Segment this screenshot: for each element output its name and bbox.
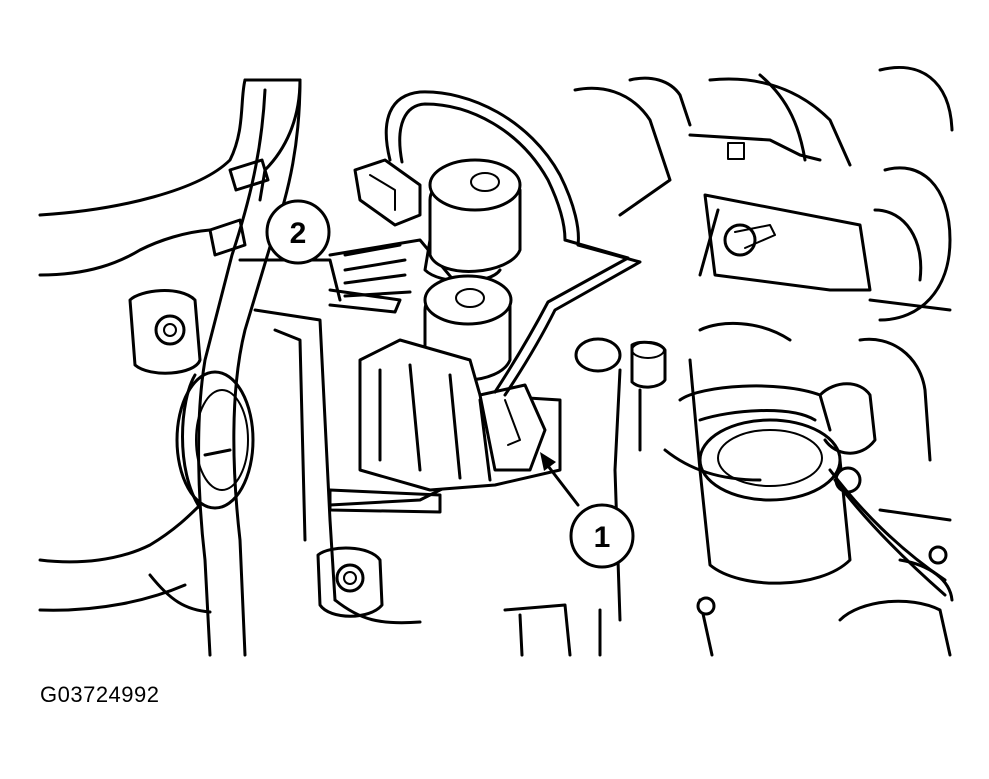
callout-1-label: 1	[594, 521, 611, 554]
figure-id: G03724992	[40, 682, 160, 707]
lower-right-actuator	[503, 321, 954, 657]
lower-bolt	[316, 546, 384, 618]
leader-arrow-1	[540, 452, 580, 507]
mid-bolts	[574, 337, 667, 622]
wiring-harness	[384, 90, 642, 397]
upper-right-structures	[573, 66, 954, 322]
vertical-beam	[197, 78, 422, 657]
callout-2-label: 2	[290, 217, 307, 250]
callout-1: 1	[569, 503, 635, 569]
callout-2: 2	[265, 199, 331, 265]
solenoid-valve-assembly	[328, 158, 562, 514]
